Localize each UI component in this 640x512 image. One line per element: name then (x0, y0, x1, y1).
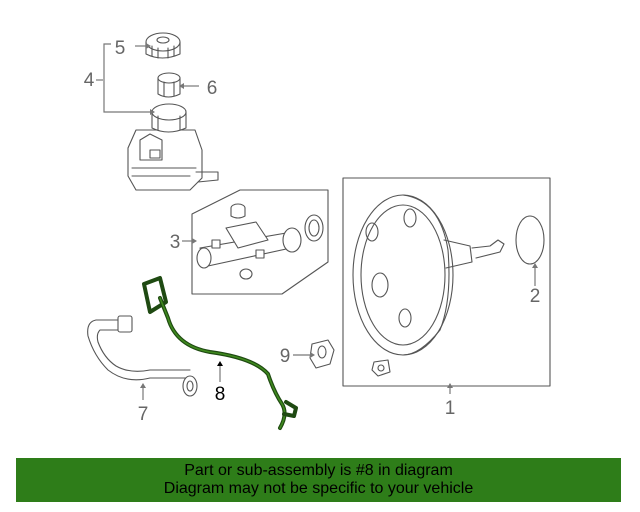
banner-line-1: Part or sub-assembly is #8 in diagram (184, 462, 453, 479)
reservoir-strainer-part[interactable] (157, 72, 181, 98)
brake-fluid-reservoir-part[interactable] (127, 103, 219, 191)
callout-4: 4 (84, 70, 95, 91)
vacuum-hose-part[interactable] (87, 315, 198, 397)
callout-1: 1 (445, 398, 456, 419)
callout-3: 3 (170, 232, 181, 253)
reservoir-cap-part[interactable] (145, 32, 181, 59)
leader-arrowheads (140, 43, 538, 388)
parts-diagram: 5 4 6 3 2 1 9 7 8 (84, 32, 551, 430)
callout-2: 2 (530, 286, 541, 307)
callout-7: 7 (138, 404, 149, 425)
callout-8-highlighted: 8 (215, 384, 226, 405)
vacuum-sensor-part[interactable] (309, 339, 335, 369)
booster-gasket-part[interactable] (515, 215, 545, 265)
callout-6: 6 (207, 78, 218, 99)
leader-lines (96, 43, 536, 400)
vacuum-line-part-highlighted[interactable] (142, 276, 298, 430)
info-banner: Part or sub-assembly is #8 in diagram Di… (16, 458, 621, 502)
booster-group-box (342, 177, 551, 387)
callout-5: 5 (115, 38, 126, 59)
master-cylinder-part[interactable] (191, 189, 329, 295)
callout-9: 9 (280, 346, 291, 367)
brake-booster-part[interactable] (352, 194, 505, 377)
banner-line-2: Diagram may not be specific to your vehi… (163, 480, 474, 497)
